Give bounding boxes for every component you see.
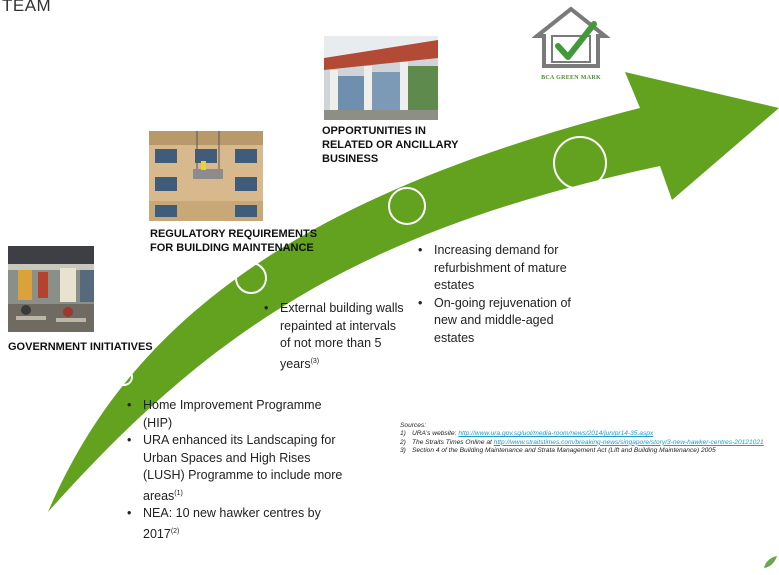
stage-1-heading: GOVERNMENT INITIATIVES — [8, 341, 153, 353]
source-item: 3) Section 4 of the Building Maintenance… — [400, 447, 778, 455]
bullet-item: NEA: 10 new hawker centres by 2017(2) — [123, 505, 345, 543]
source-number: 2) — [400, 438, 406, 446]
bullet-item: Government-driven measures to promote re… — [583, 208, 763, 261]
leaf-icon — [762, 554, 778, 570]
sources-title: Sources: — [400, 422, 427, 429]
stage-2-circle — [235, 262, 267, 294]
source-text: Section 4 of the Building Maintenance an… — [412, 447, 716, 455]
bullet-item: On-going rejuvenation of new and middle-… — [414, 295, 582, 348]
stage-1-circle — [115, 368, 133, 386]
stage-4-heading-line: SINGAPORE — [527, 102, 594, 114]
source-number: 1) — [400, 430, 406, 438]
stage-4-circle — [553, 136, 607, 190]
source-item: 1) URA's website: http://www.ura.gov.sg/… — [400, 430, 778, 438]
stage-3-heading-line: OPPORTUNITIES IN — [322, 125, 426, 137]
bullet-item: 80% of buildings to be Green Marked by 2… — [583, 261, 763, 296]
stage-3-heading-line: RELATED OR ANCILLARY — [322, 139, 459, 151]
stage-3-heading-line: BUSINESS — [322, 153, 379, 165]
stage-4-heading-line: GREENING OF — [527, 88, 605, 100]
stage-3-heading: OPPORTUNITIES IN RELATED OR ANCILLARY BU… — [322, 124, 458, 166]
bca-green-mark-logo: BCA GREEN MARK — [531, 6, 611, 82]
bullet-item: External building walls repainted at int… — [260, 300, 408, 373]
source-link[interactable]: http://www.straitstimes.com/breaking-new… — [493, 438, 764, 446]
bca-green-mark-label: BCA GREEN MARK — [541, 75, 601, 81]
source-number: 3) — [400, 447, 406, 455]
stage-2-heading-line: REGULATORY REQUIREMENTS — [150, 228, 318, 240]
arrow-shape — [48, 72, 779, 512]
building-maintenance-photo — [149, 131, 263, 221]
stage-1-bullets: Home Improvement Programme (HIP) URA enh… — [123, 397, 345, 543]
source-text: The Straits Times Online at — [412, 438, 494, 446]
hawker-centre-photo — [8, 246, 94, 332]
bullet-item: Home Improvement Programme (HIP) — [123, 397, 345, 432]
stage-2-bullets: External building walls repainted at int… — [260, 300, 408, 373]
header-title: TEAM — [2, 0, 52, 15]
stage-3-circle — [388, 187, 426, 225]
estate-corridor-photo — [324, 36, 438, 120]
sources-block: Sources: 1) URA's website: http://www.ur… — [400, 422, 778, 456]
bullet-item: URA enhanced its Landscaping for Urban S… — [123, 432, 345, 505]
source-text: URA's website: — [412, 430, 459, 438]
source-link[interactable]: http://www.ura.gov.sg/uol/media-room/new… — [458, 430, 654, 438]
bullet-item: Increasing demand for refurbishment of m… — [414, 242, 582, 295]
stage-2-heading-line: FOR BUILDING MAINTENANCE — [150, 242, 314, 254]
stage-3-bullets: Increasing demand for refurbishment of m… — [414, 242, 582, 347]
source-item: 2) The Straits Times Online at http://ww… — [400, 439, 778, 447]
stage-2-heading: REGULATORY REQUIREMENTS FOR BUILDING MAI… — [150, 227, 317, 255]
stage-4-heading: GREENING OF SINGAPORE — [527, 87, 604, 115]
stage-4-bullets: Government-driven measures to promote re… — [583, 208, 763, 296]
